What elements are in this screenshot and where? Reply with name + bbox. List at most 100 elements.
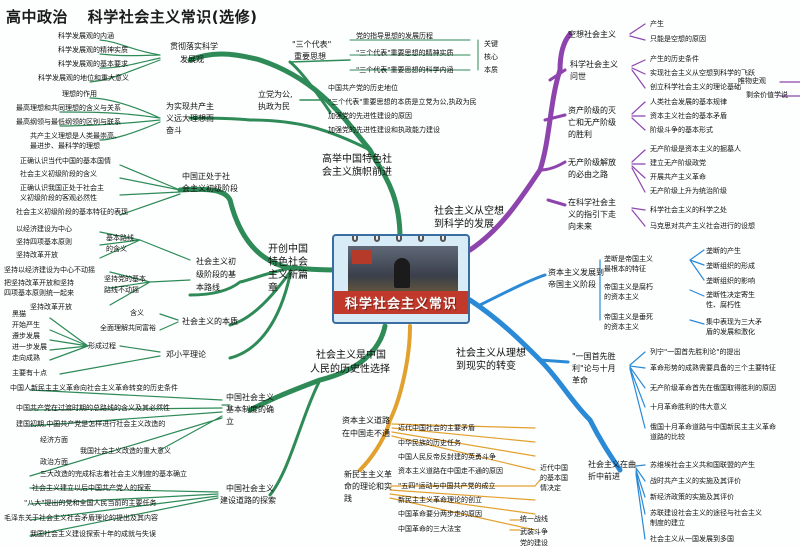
map-node: 科学社会主义的科学之处 xyxy=(650,206,727,214)
map-node: 发展观 xyxy=(180,55,204,64)
map-node: 特色社会 xyxy=(268,257,308,268)
map-node: 社会主义从理想 xyxy=(456,348,526,359)
map-node: 无产阶级解放 xyxy=(568,158,616,167)
map-node: 近代中国 xyxy=(540,464,568,472)
map-node: 科学发展观的基本要求 xyxy=(58,60,128,68)
map-node: 建设道路的探索 xyxy=(220,496,276,505)
speaker-figure xyxy=(394,258,410,288)
map-node: "一国首先胜 xyxy=(572,352,616,361)
map-node: 社会主义在曲 xyxy=(588,460,636,469)
map-node: 四项基本原则统一起来 xyxy=(4,289,74,297)
map-node: 情决定 xyxy=(540,484,561,492)
map-node: 贯彻落实科学 xyxy=(170,42,218,51)
map-node: 义初级阶段的客观必然性 xyxy=(20,194,97,202)
map-node: 中国人新民主主义革命向社会主义革命转变的历史条件 xyxy=(10,384,178,392)
map-node: 近代中国社会的主要矛盾 xyxy=(398,424,475,432)
binder-ring-icon xyxy=(440,236,446,242)
map-node: 帝国主义是腐朽 xyxy=(604,283,653,291)
subject-label: 高中政治 xyxy=(6,8,69,26)
map-node: 会主义旗帜前进 xyxy=(322,167,392,178)
map-node: 以经济建设为中心 xyxy=(16,225,72,233)
historical-photo xyxy=(348,246,458,296)
map-node: 中国共产党的历史地位 xyxy=(328,84,398,92)
map-node: 无产阶级是资本主义的掘墓人 xyxy=(650,145,741,153)
map-node: 资本主义道路 xyxy=(342,416,390,425)
map-node: 道路的比较 xyxy=(650,433,685,441)
map-node: 进一步发展 xyxy=(12,343,47,351)
map-node: 垄断性决定寄生 xyxy=(706,291,755,299)
map-node: 路线不动摇 xyxy=(104,286,139,294)
map-node: 向未来 xyxy=(568,222,592,231)
map-node: 社会主义是中国 xyxy=(316,350,386,361)
map-node: 本质 xyxy=(484,66,498,74)
map-node: 最高纲领与最低纲领的区别与联系 xyxy=(16,118,121,126)
map-node: 俄国十月革命道路与中国新民主主义革命 xyxy=(650,423,776,431)
map-node: 垄断组织的形成 xyxy=(706,262,755,270)
map-node: 走向成熟 xyxy=(12,354,40,362)
branch-upper-right xyxy=(467,31,573,253)
map-node: 含义 xyxy=(130,309,144,317)
map-node: 折中前进 xyxy=(588,472,620,481)
map-node: 坚持改革开放 xyxy=(16,251,58,259)
map-node: 遵步发展 xyxy=(12,332,40,340)
map-node: 的基本国 xyxy=(540,474,568,482)
map-node: 空想社会主义 xyxy=(568,30,616,39)
map-node: 党的建设 xyxy=(520,539,548,546)
map-node: "八大"提出的党和全国人民当前的主要任务 xyxy=(24,499,157,507)
map-node: 制度的建立 xyxy=(650,519,685,527)
branch-lower-middle xyxy=(358,324,412,472)
map-node: 加强党的先进性建设的原因 xyxy=(328,112,412,120)
map-node: 只能是空想的原因 xyxy=(650,35,706,43)
branch-upper-left-2 xyxy=(188,116,372,152)
map-node: 社会主义建立以后中国共产党人的探索 xyxy=(32,484,151,492)
map-node: 理想的作用 xyxy=(62,90,97,98)
map-node: 为实现共产主 xyxy=(166,102,214,111)
branch-upper-left xyxy=(187,51,403,241)
map-node: 的资本主义 xyxy=(604,293,639,301)
map-node: 最高理想和共同理想的含义与关系 xyxy=(16,104,121,112)
map-node: 基本制度的确 xyxy=(226,405,274,414)
map-node: 帝国主义是垂死 xyxy=(604,313,653,321)
map-node: 义的指引下走 xyxy=(568,210,616,219)
map-node: 正确认识当代中国的基本国情 xyxy=(20,157,111,165)
map-node: 资本主义道路在中国走不通的原因 xyxy=(398,467,503,475)
map-node: 中华民族的历史任务 xyxy=(398,439,461,447)
map-node: 我国社会主义建设探索十年的成就与失误 xyxy=(30,530,156,538)
map-node: 人类社会发展的基本规律 xyxy=(650,98,727,106)
map-node: 唯物史观 xyxy=(738,77,766,85)
map-node: 垄断组织的影响 xyxy=(706,277,755,285)
map-node: 在中国走不通 xyxy=(342,429,390,438)
map-node: 科学发展观的精神实质 xyxy=(58,46,128,54)
binder-ring-icon xyxy=(418,236,424,242)
center-image: 科学社会主义常识 xyxy=(332,234,470,324)
map-node: 创立科学社会主义的理论基础 xyxy=(650,83,741,91)
map-node: 中国共产党在过渡时期的总路线的含义及其必然性 xyxy=(16,404,170,412)
map-node: 义远大理想而 xyxy=(166,114,214,123)
map-node: 中国社会主义 xyxy=(226,484,274,493)
map-node: 最根本的特征 xyxy=(604,265,646,273)
map-node: 盾的发展和激化 xyxy=(706,328,755,336)
map-node: 执政为民 xyxy=(258,102,290,111)
map-node: 最进步、最科学的理想 xyxy=(30,142,100,150)
map-node: 重要思想 xyxy=(294,52,326,61)
map-node: 中国人民反帝反封建的英勇斗争 xyxy=(398,453,496,461)
binder-ring-icon xyxy=(352,236,358,242)
map-node: 形成过程 xyxy=(88,342,116,350)
map-node: 性、腐朽性 xyxy=(706,301,741,309)
map-node: 革命形势的成熟需要具备的三个主要特征 xyxy=(650,364,776,372)
map-node: 资产阶级的灭 xyxy=(568,106,616,115)
center-label: 科学社会主义常识 xyxy=(334,291,468,314)
map-node: 战时共产主义的实施及其评价 xyxy=(650,477,741,485)
map-node: 黑猫 xyxy=(12,310,26,318)
map-node: "三个代表"重要思想的精神实质 xyxy=(356,49,454,57)
map-node: 党的指导思想的发展历程 xyxy=(356,32,433,40)
branch-lower-right xyxy=(467,297,623,473)
map-node: 级阶段的基 xyxy=(196,270,236,279)
page-title: 高中政治 科学社会主义常识(选修) xyxy=(6,6,271,27)
map-node: 基本路线 xyxy=(106,234,134,242)
map-node: "三个代表"重要思想的本质是立党为公,执政为民 xyxy=(328,98,477,106)
map-node: 高举中国特色社 xyxy=(322,154,392,165)
map-node: 毛泽东关于社会主义社会矛盾理论的提出及其内容 xyxy=(4,514,158,522)
map-node: 全面理解共同富裕 xyxy=(100,324,156,332)
map-node: 产生的历史条件 xyxy=(650,55,699,63)
